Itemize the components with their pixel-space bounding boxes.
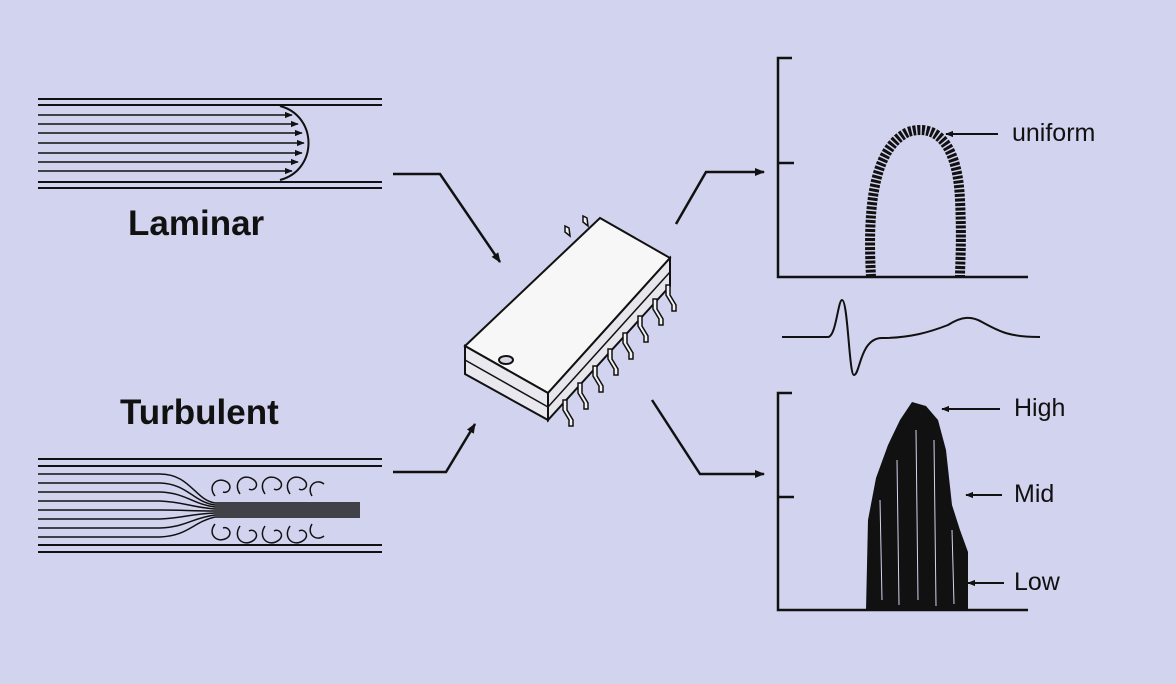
sensor-to-top-plot-arrow xyxy=(674,168,765,225)
laminar-flow-pipe xyxy=(38,98,382,189)
sensor-to-bottom-plot-arrow xyxy=(650,399,765,478)
sensor-chip-icon xyxy=(463,214,677,427)
turbulent-shape-texture xyxy=(879,429,955,607)
uniform-distribution-shape xyxy=(865,125,966,278)
turbulent-flow-pipe xyxy=(38,458,382,553)
uniform-annotation: uniform xyxy=(1012,119,1096,147)
low-annotation: Low xyxy=(1014,568,1060,596)
laminar-to-sensor-arrow xyxy=(393,172,502,263)
high-annotation: High xyxy=(1014,394,1066,422)
turbulent-to-sensor-arrow xyxy=(393,423,477,474)
mid-annotation: Mid xyxy=(1014,480,1055,508)
turbulent-label: Turbulent xyxy=(120,393,279,432)
top-plot-axes xyxy=(776,56,1028,279)
laminar-label: Laminar xyxy=(128,204,265,243)
pulse-waveform xyxy=(782,298,1041,377)
